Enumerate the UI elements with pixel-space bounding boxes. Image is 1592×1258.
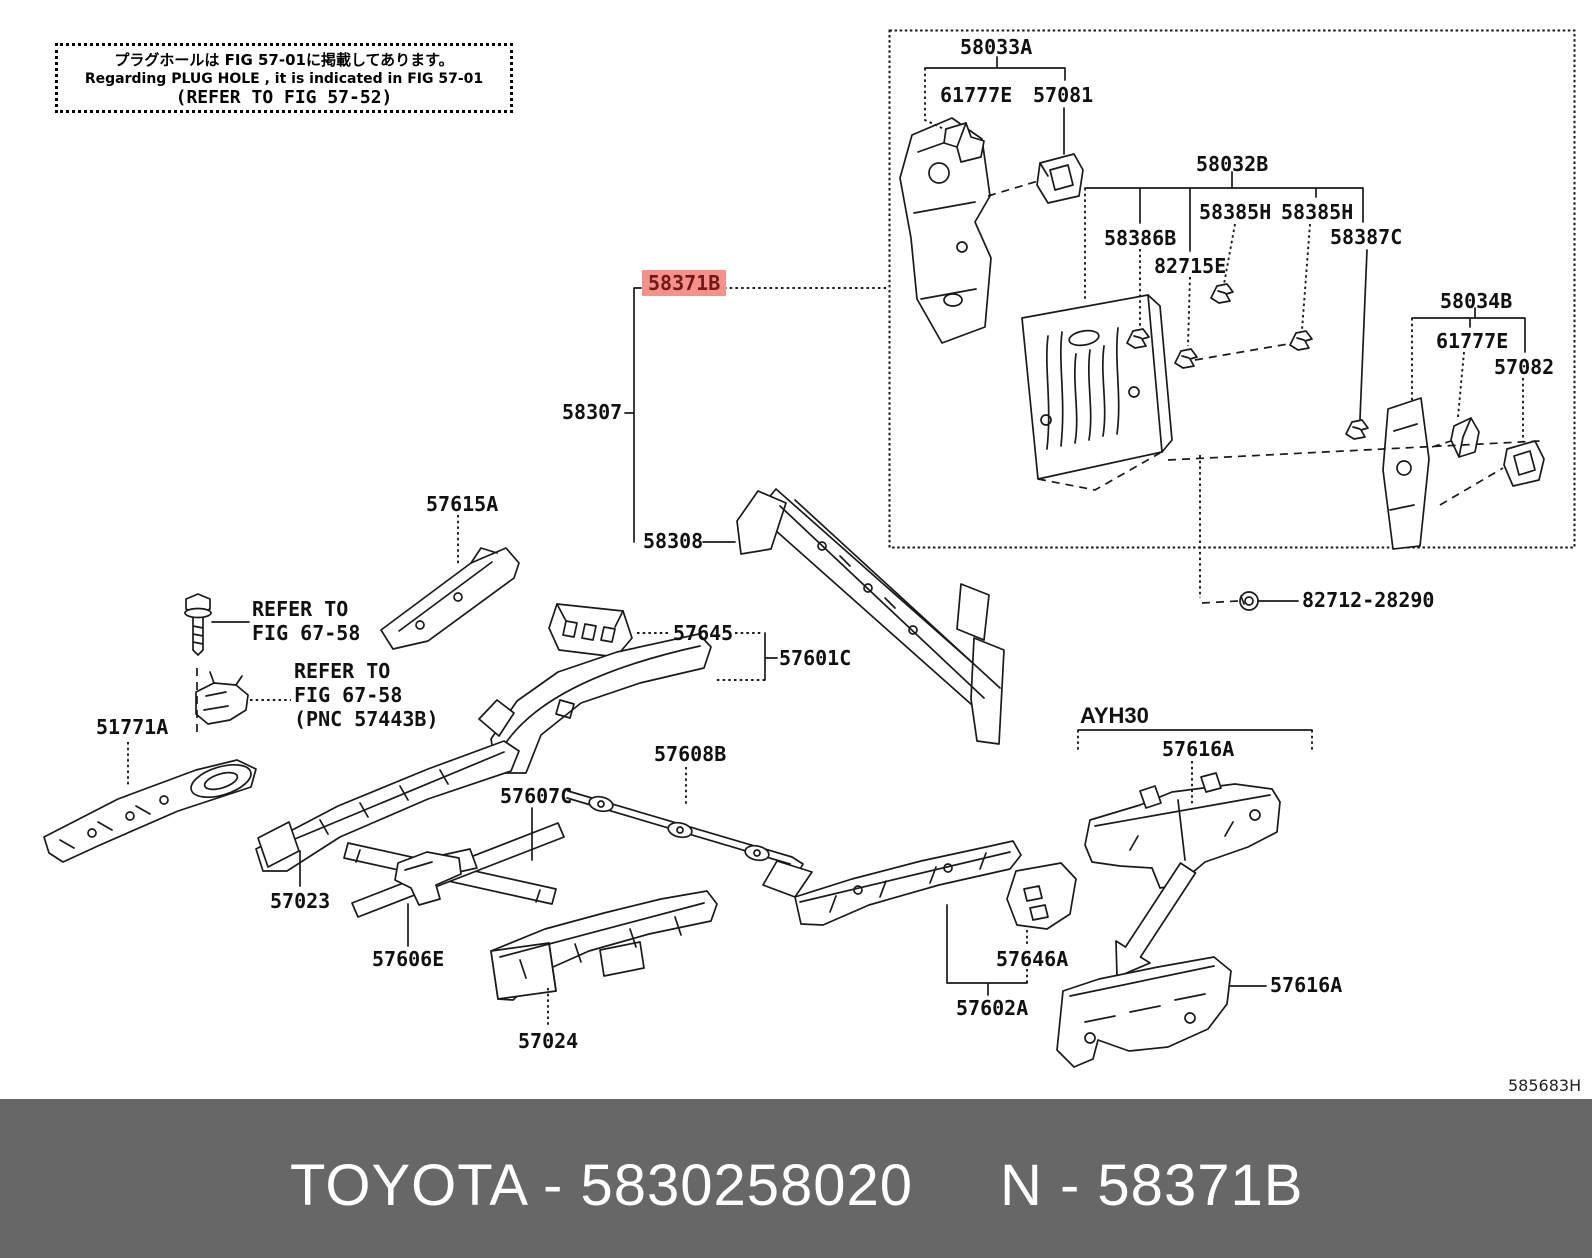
part-drawing-clamp-57081 — [1036, 153, 1084, 204]
part-drawing-member-51771a — [43, 759, 257, 863]
part-drawing-member-57615a — [380, 547, 520, 650]
part-drawing-bracket-61777e-bottom — [1450, 417, 1480, 458]
part-drawing-member-57024 — [490, 890, 718, 1001]
part-label-58386B[interactable]: 58386B — [1104, 226, 1177, 250]
part-label-57616A-bottom[interactable]: 57616A — [1270, 973, 1343, 997]
part-label-57607C[interactable]: 57607C — [500, 784, 573, 808]
part-label-58032B[interactable]: 58032B — [1196, 152, 1269, 176]
footer-banner: TOYOTA - 5830258020 N - 58371B — [0, 1099, 1592, 1258]
part-label-58371B[interactable]: 58371B — [642, 270, 727, 296]
part-drawing-cowl-side-lh — [899, 117, 992, 344]
part-drawing-clip-58385h-2 — [1289, 330, 1313, 351]
part-label-58307[interactable]: 58307 — [562, 400, 623, 424]
part-label-57082[interactable]: 57082 — [1494, 355, 1555, 379]
part-drawing-apron-57616a-bottom — [1056, 956, 1232, 1068]
part-label-58387C[interactable]: 58387C — [1330, 225, 1403, 249]
part-label-57646A[interactable]: 57646A — [996, 947, 1069, 971]
part-drawing-member-57023 — [255, 740, 520, 872]
part-label-57608B[interactable]: 57608B — [654, 742, 727, 766]
part-label-82715E[interactable]: 82715E — [1154, 254, 1227, 278]
part-label-58385H-2[interactable]: 58385H — [1281, 200, 1354, 224]
part-drawing-dash-panel — [1021, 294, 1173, 491]
part-drawing-bracket-57443b — [195, 671, 249, 725]
note-line-english: Regarding PLUG HOLE , it is indicated in… — [84, 71, 484, 87]
part-drawing-bracket-61777e-top — [943, 122, 985, 163]
part-drawing-clip-58387c — [1345, 419, 1369, 440]
part-label-61777E-bottom[interactable]: 61777E — [1436, 329, 1509, 353]
part-label-58308[interactable]: 58308 — [643, 529, 704, 553]
note-line-reference: (REFER TO FIG 57-52) — [175, 87, 393, 108]
part-drawing-clip-58386b — [1126, 328, 1150, 349]
diagram-sheet-code: 585683H — [1508, 1076, 1582, 1095]
part-label-58385H-1[interactable]: 58385H — [1199, 200, 1272, 224]
part-label-AYH30: AYH30 — [1080, 703, 1149, 728]
part-drawing-cowl-side-rh — [1382, 397, 1430, 550]
part-label-57602A[interactable]: 57602A — [956, 996, 1029, 1020]
part-drawing-grommet-82712 — [1239, 591, 1259, 611]
part-label-57616A-top[interactable]: 57616A — [1162, 737, 1235, 761]
part-drawing-bracket-57645 — [548, 603, 633, 658]
part-label-51771A[interactable]: 51771A — [96, 715, 169, 739]
part-label-refer-pnc-line2: FIG 67-58 — [294, 683, 403, 707]
part-label-61777E-top[interactable]: 61777E — [940, 83, 1013, 107]
note-line-japanese: プラグホールは FIG 57-01に掲載してあります。 — [114, 51, 454, 69]
part-drawing-clip-58385h-1 — [1210, 283, 1234, 304]
plug-hole-note-box: プラグホールは FIG 57-01に掲載してあります。 Regarding PL… — [55, 43, 513, 113]
part-drawing-clip-82715e — [1174, 348, 1198, 369]
part-label-refer-fig6758-line2: FIG 67-58 — [252, 621, 361, 645]
part-drawing-clamp-57082 — [1503, 440, 1545, 487]
part-drawing-bolt — [184, 593, 212, 656]
part-drawing-member-57602a — [762, 840, 1022, 926]
part-label-57645[interactable]: 57645 — [673, 621, 734, 645]
part-label-82712-28290[interactable]: 82712-28290 — [1302, 588, 1435, 612]
part-label-57023[interactable]: 57023 — [270, 889, 331, 913]
part-label-57615A[interactable]: 57615A — [426, 492, 499, 516]
leader-lines — [127, 56, 1541, 1028]
part-drawing-bracket-57606e — [394, 851, 462, 906]
assembly-group-box — [888, 29, 1576, 549]
assembly-direction-arrow — [1115, 862, 1197, 978]
footer-pnc-code: N - 58371B — [1000, 1153, 1304, 1218]
part-drawing-radiator-support — [736, 488, 1005, 745]
part-label-refer-pnc-line1: REFER TO — [294, 659, 391, 683]
part-label-57081[interactable]: 57081 — [1033, 83, 1094, 107]
part-drawing-brace-57608b — [566, 790, 804, 874]
footer-brand-part-number: TOYOTA - 5830258020 — [290, 1153, 914, 1218]
part-drawing-reinforcement-57646a — [1006, 862, 1077, 930]
part-drawing-apron-57616a-top — [1084, 772, 1281, 889]
part-label-refer-fig6758-line1: REFER TO — [252, 597, 349, 621]
part-drawing-apron-rail — [478, 633, 712, 774]
part-label-57024[interactable]: 57024 — [518, 1029, 579, 1053]
part-label-57606E[interactable]: 57606E — [372, 947, 445, 971]
part-label-refer-pnc-line3: (PNC 57443B) — [294, 707, 439, 731]
part-label-58034B[interactable]: 58034B — [1440, 289, 1513, 313]
part-label-57601C[interactable]: 57601C — [779, 646, 852, 670]
part-label-58033A[interactable]: 58033A — [960, 35, 1033, 59]
